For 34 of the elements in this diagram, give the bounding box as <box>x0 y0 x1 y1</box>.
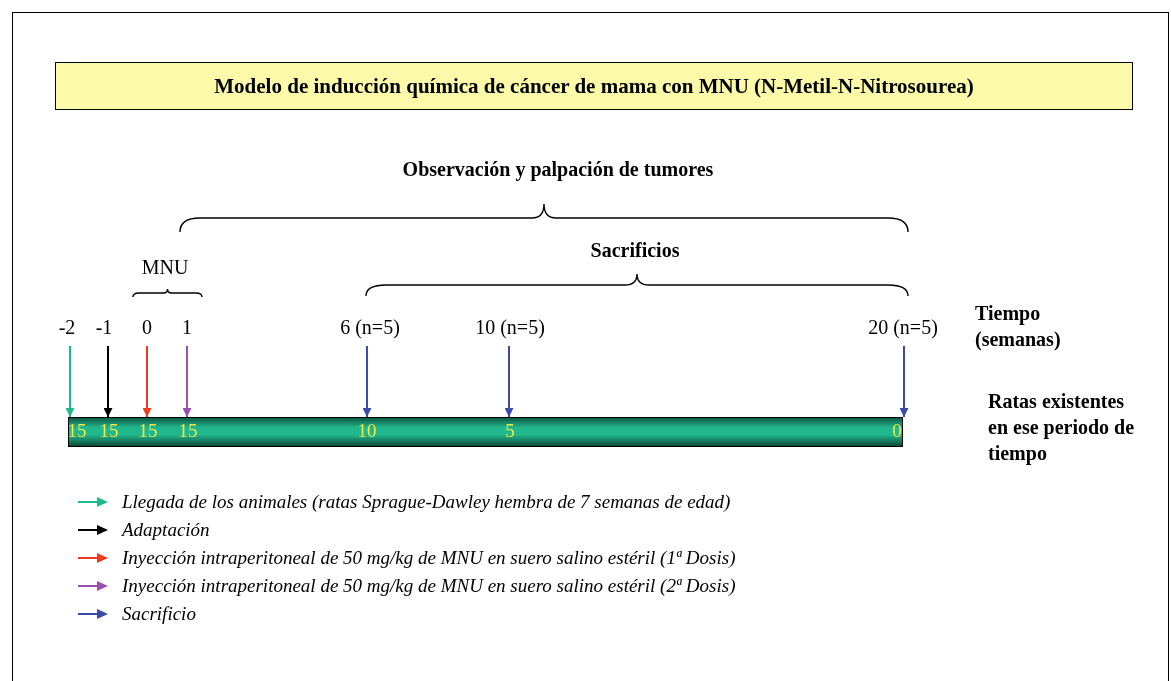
legend-text: Llegada de los animales (ratas Sprague-Dawley hembra de 7 semanas de edad) <box>122 491 731 513</box>
time-label: -2 <box>58 316 76 339</box>
arrow <box>142 345 152 418</box>
rat-count: 10 <box>357 420 377 442</box>
arrow <box>899 345 909 418</box>
timeline-bar <box>68 417 903 447</box>
arrow <box>65 345 75 418</box>
bracket-label: Observación y palpación de tumores <box>402 158 714 181</box>
arrow <box>504 345 514 418</box>
legend-text: Adaptación <box>122 519 210 541</box>
rat-count: 15 <box>138 420 158 442</box>
time-label: 0 <box>142 316 152 339</box>
legend-text: Sacrificio <box>122 603 196 625</box>
rat-count: 15 <box>178 420 198 442</box>
legend-text: Inyección intraperitoneal de 50 mg/kg de MNU en suero salino estéril (2ª Dosis) <box>122 575 736 597</box>
rat-count: 15 <box>99 420 119 442</box>
title-text: Modelo de inducción química de cáncer de mama con MNU (N-Metil-N-Nitrosourea) <box>214 73 974 99</box>
time-label: -1 <box>95 316 113 339</box>
time-label: 10 (n=5) <box>475 316 545 339</box>
time-label: 1 <box>182 316 192 339</box>
arrow <box>362 345 372 418</box>
arrow <box>103 345 113 418</box>
rat-count: 15 <box>67 420 87 442</box>
rat-count: 0 <box>892 420 902 442</box>
legend-text: Inyección intraperitoneal de 50 mg/kg de MNU en suero salino estéril (1ª Dosis) <box>122 547 736 569</box>
axis-note: Ratas existentes en ese periodo de tiempo <box>988 389 1136 466</box>
rat-count: 5 <box>505 420 515 442</box>
title-banner <box>55 62 1133 110</box>
arrow <box>182 345 192 418</box>
time-label: 20 (n=5) <box>868 316 938 339</box>
bracket-label: Sacrificios <box>590 239 680 262</box>
time-label: 6 (n=5) <box>340 316 400 339</box>
bracket-label: MNU <box>141 256 189 279</box>
axis-note: Tiempo (semanas) <box>975 301 1062 352</box>
